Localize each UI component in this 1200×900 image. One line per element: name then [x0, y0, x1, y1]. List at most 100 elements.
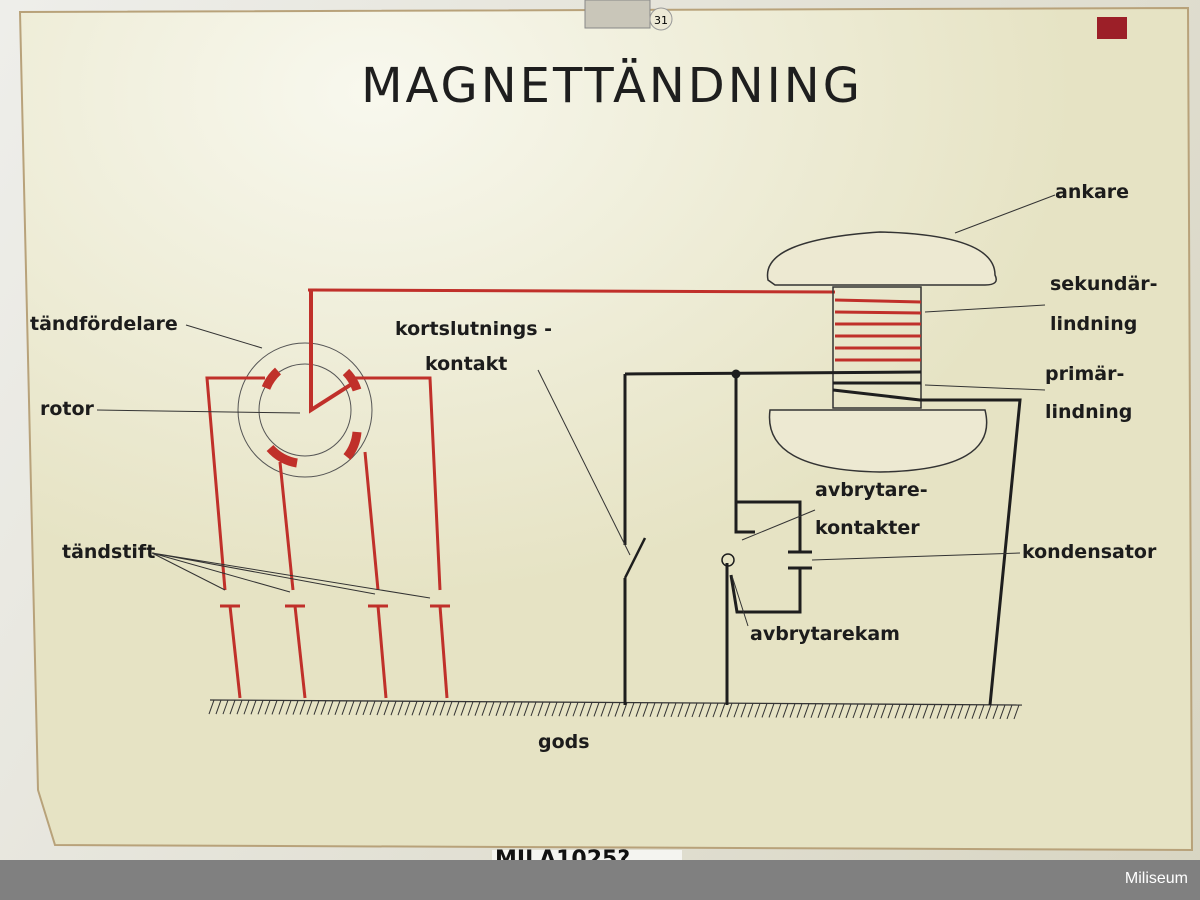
hatch-mark [278, 700, 285, 715]
hatch-mark [509, 701, 516, 717]
hatch-mark [474, 701, 481, 716]
hatch-mark [782, 703, 789, 718]
hatch-mark [516, 701, 523, 717]
hatch-mark [887, 704, 894, 719]
hatch-mark [236, 700, 243, 715]
hatch-mark [992, 704, 999, 720]
tag-circle [649, 7, 673, 31]
hatch-mark [810, 703, 817, 718]
label-rotor: rotor [40, 398, 95, 420]
label-avbrytarekam: avbrytarekam [750, 623, 900, 645]
hatch-mark [607, 702, 614, 717]
hatch-mark [999, 704, 1006, 720]
hatch-mark [824, 703, 831, 718]
hatch-mark [929, 704, 936, 719]
poster-title: MAGNETTÄNDNING [361, 58, 863, 114]
hatch-mark [229, 699, 236, 715]
hatch-mark [215, 699, 222, 715]
hatch-mark [698, 702, 705, 718]
distributor [205, 288, 836, 699]
hatch-mark [845, 703, 852, 719]
hatch-mark [369, 700, 376, 716]
hatch-mark [726, 703, 733, 718]
hatch-mark [271, 700, 278, 715]
hatch-mark [299, 700, 306, 715]
hatch-mark [803, 703, 810, 718]
hatch-mark [558, 702, 565, 717]
label-tandfordelare: tändfördelare [30, 313, 178, 335]
hatch-mark [425, 701, 432, 716]
hatch-mark [768, 703, 775, 718]
label-primar-2: lindning [1045, 401, 1132, 423]
hatch-mark [866, 703, 873, 719]
hatch-mark [677, 702, 684, 718]
hatch-mark [439, 701, 446, 716]
label-avbrytare-2: kontakter [815, 517, 920, 539]
hatch-mark [530, 701, 537, 717]
magnet-armature [766, 231, 997, 473]
hatch-mark [838, 703, 845, 719]
hatch-mark [894, 704, 901, 719]
hatch-mark [502, 701, 509, 717]
hatch-mark [712, 702, 719, 718]
leader-lines [96, 194, 1056, 627]
hatch-mark [572, 702, 579, 717]
hatch-mark [978, 704, 985, 719]
hatch-mark [670, 702, 677, 718]
poster-board [18, 6, 1194, 852]
diagram: 31 MAGNETTÄNDNING [18, 0, 1194, 860]
hatch-mark [943, 704, 950, 719]
hatch-mark [789, 703, 796, 718]
hatch-mark [222, 699, 229, 715]
hatch-mark [873, 703, 880, 719]
label-kondensator: kondensator [1022, 541, 1157, 563]
hatch-mark [649, 702, 656, 717]
hatch-mark [495, 701, 502, 716]
hatch-mark [747, 703, 754, 718]
labels: ankare sekundär- lindning primär- lindni… [30, 181, 1158, 753]
hatch-mark [257, 700, 264, 715]
hatch-mark [593, 702, 600, 717]
hatch-mark [404, 701, 411, 716]
hatch-mark [775, 703, 782, 718]
hatch-mark [243, 700, 250, 715]
hatch-mark [390, 700, 397, 716]
hatch-mark [971, 704, 978, 719]
hatch-mark [761, 703, 768, 718]
hatch-mark [600, 702, 607, 717]
hatch-mark [684, 702, 691, 718]
hatch-mark [663, 702, 670, 717]
label-primar: primär- [1045, 363, 1124, 385]
hatch-mark [481, 701, 488, 716]
hatch-mark [586, 702, 593, 717]
hatch-mark [642, 702, 649, 717]
label-gods: gods [538, 731, 590, 753]
hatch-mark [453, 701, 460, 716]
hatch-mark [460, 701, 467, 716]
hatch-mark [488, 701, 495, 716]
hatch-mark [656, 702, 663, 717]
hatch-mark [733, 703, 740, 718]
label-tandstift: tändstift [62, 541, 155, 563]
hatch-mark [320, 700, 327, 715]
label-kortslutning: kortslutnings - [395, 318, 552, 340]
hatch-mark [383, 700, 390, 716]
hatch-mark [1006, 704, 1013, 720]
primary-winding [623, 369, 1022, 706]
hatch-mark [915, 704, 922, 719]
hatch-mark [208, 699, 215, 715]
hatch-mark [901, 704, 908, 719]
hatch-mark [1013, 704, 1020, 720]
hatch-mark [327, 700, 334, 715]
hanger-clip [584, 0, 651, 29]
hatch-mark [908, 704, 915, 719]
hatch-mark [880, 703, 887, 719]
hatch-mark [334, 700, 341, 715]
brand-label: Miliseum [1124, 870, 1188, 887]
hatch-mark [950, 704, 957, 719]
tag-number: 31 [654, 14, 668, 27]
hatch-mark [432, 701, 439, 716]
hatch-mark [306, 700, 313, 715]
hatch-mark [922, 704, 929, 719]
